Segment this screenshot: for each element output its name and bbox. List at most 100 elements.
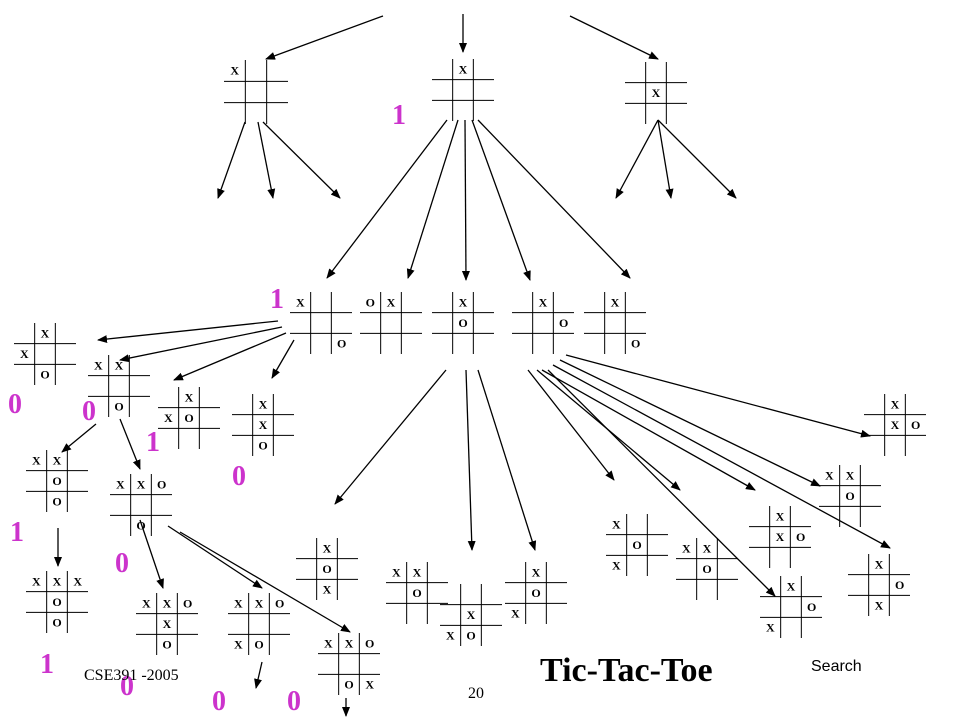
board-l2-c: XO [432, 292, 494, 354]
tree-edge-arrow [326, 119, 448, 279]
tree-edges [54, 14, 891, 717]
x-mark: X [255, 596, 264, 610]
o-mark: O [183, 596, 192, 610]
x-mark: X [703, 541, 712, 555]
score-level2: 1 [270, 284, 284, 315]
x-mark: X [234, 596, 243, 610]
o-mark: O [365, 636, 374, 650]
o-mark: O [895, 578, 904, 592]
score-l3-c: 1 [146, 427, 160, 458]
x-mark: X [459, 295, 468, 309]
tree-edge-arrow [552, 364, 891, 549]
o-mark: O [184, 411, 193, 425]
x-mark: X [259, 397, 268, 411]
x-mark: X [875, 557, 884, 571]
x-mark: X [345, 636, 354, 650]
x-mark: X [53, 574, 62, 588]
tree-edge-arrow [541, 369, 756, 491]
x-mark: X [230, 64, 239, 78]
o-mark: O [162, 638, 171, 652]
page-number: 20 [468, 685, 484, 702]
o-mark: O [136, 519, 145, 533]
board-r3-d: XOX [505, 562, 567, 624]
o-mark: O [807, 600, 816, 614]
o-mark: O [911, 418, 920, 432]
x-mark: X [163, 617, 172, 631]
x-mark: X [539, 295, 548, 309]
x-mark: X [392, 565, 401, 579]
o-mark: O [114, 400, 123, 414]
o-mark: O [344, 678, 353, 692]
tree-edge-arrow [139, 519, 164, 589]
x-mark: X [532, 565, 541, 579]
o-mark: O [52, 616, 61, 630]
x-mark: X [164, 411, 173, 425]
o-mark: O [466, 629, 475, 643]
x-mark: X [825, 468, 834, 482]
footer-course: CSE391 -2005 [84, 667, 179, 684]
x-mark: X [185, 390, 194, 404]
tree-edge-arrow [167, 525, 263, 589]
o-mark: O [337, 337, 346, 351]
score-l3-d: 0 [232, 461, 246, 492]
x-mark: X [32, 574, 41, 588]
o-mark: O [322, 562, 331, 576]
tree-edge-arrow [61, 423, 97, 453]
tree-edge-arrow [657, 119, 737, 199]
board-r3-a: XOX [296, 538, 358, 600]
board-root-center-top: X [432, 59, 494, 121]
o-mark: O [631, 337, 640, 351]
x-mark: X [259, 418, 268, 432]
x-mark: X [41, 326, 50, 340]
x-mark: X [32, 453, 41, 467]
x-mark: X [467, 608, 476, 622]
tree-edge-arrow [97, 320, 279, 344]
o-mark: O [157, 477, 166, 491]
x-mark: X [446, 629, 455, 643]
board-l2-a: XO [290, 292, 352, 354]
board-r3-g: XOX [760, 576, 822, 638]
score-l4-b: 0 [115, 548, 129, 579]
x-mark: X [846, 468, 855, 482]
x-mark: X [324, 636, 333, 650]
tree-edge-arrow [119, 326, 283, 363]
x-mark: X [413, 565, 422, 579]
x-mark: X [20, 347, 29, 361]
x-mark: X [776, 530, 785, 544]
x-mark: X [612, 517, 621, 531]
x-mark: X [94, 358, 103, 372]
x-mark: X [875, 599, 884, 613]
x-mark: X [652, 86, 661, 100]
x-mark: X [387, 295, 396, 309]
score-l3-a: 0 [8, 389, 22, 420]
tree-edge-arrow [471, 119, 531, 281]
x-mark: X [511, 607, 520, 621]
o-mark: O [40, 368, 49, 382]
tree-edge-arrow [262, 121, 341, 199]
x-mark: X [296, 295, 305, 309]
o-mark: O [258, 439, 267, 453]
x-mark: X [365, 678, 374, 692]
x-mark: X [682, 541, 691, 555]
board-root-corner: X [224, 60, 288, 124]
x-mark: X [323, 541, 332, 555]
tree-edge-arrow [465, 369, 476, 551]
tree-edge-arrow [265, 15, 384, 60]
slide-title: Tic-Tac-Toe [540, 652, 713, 689]
o-mark: O [531, 586, 540, 600]
score-root-center: 1 [392, 100, 406, 131]
tree-edge-arrow [179, 531, 351, 633]
score-l4-a: 1 [10, 517, 24, 548]
tree-edge-arrow [477, 369, 537, 551]
x-mark: X [766, 621, 775, 635]
